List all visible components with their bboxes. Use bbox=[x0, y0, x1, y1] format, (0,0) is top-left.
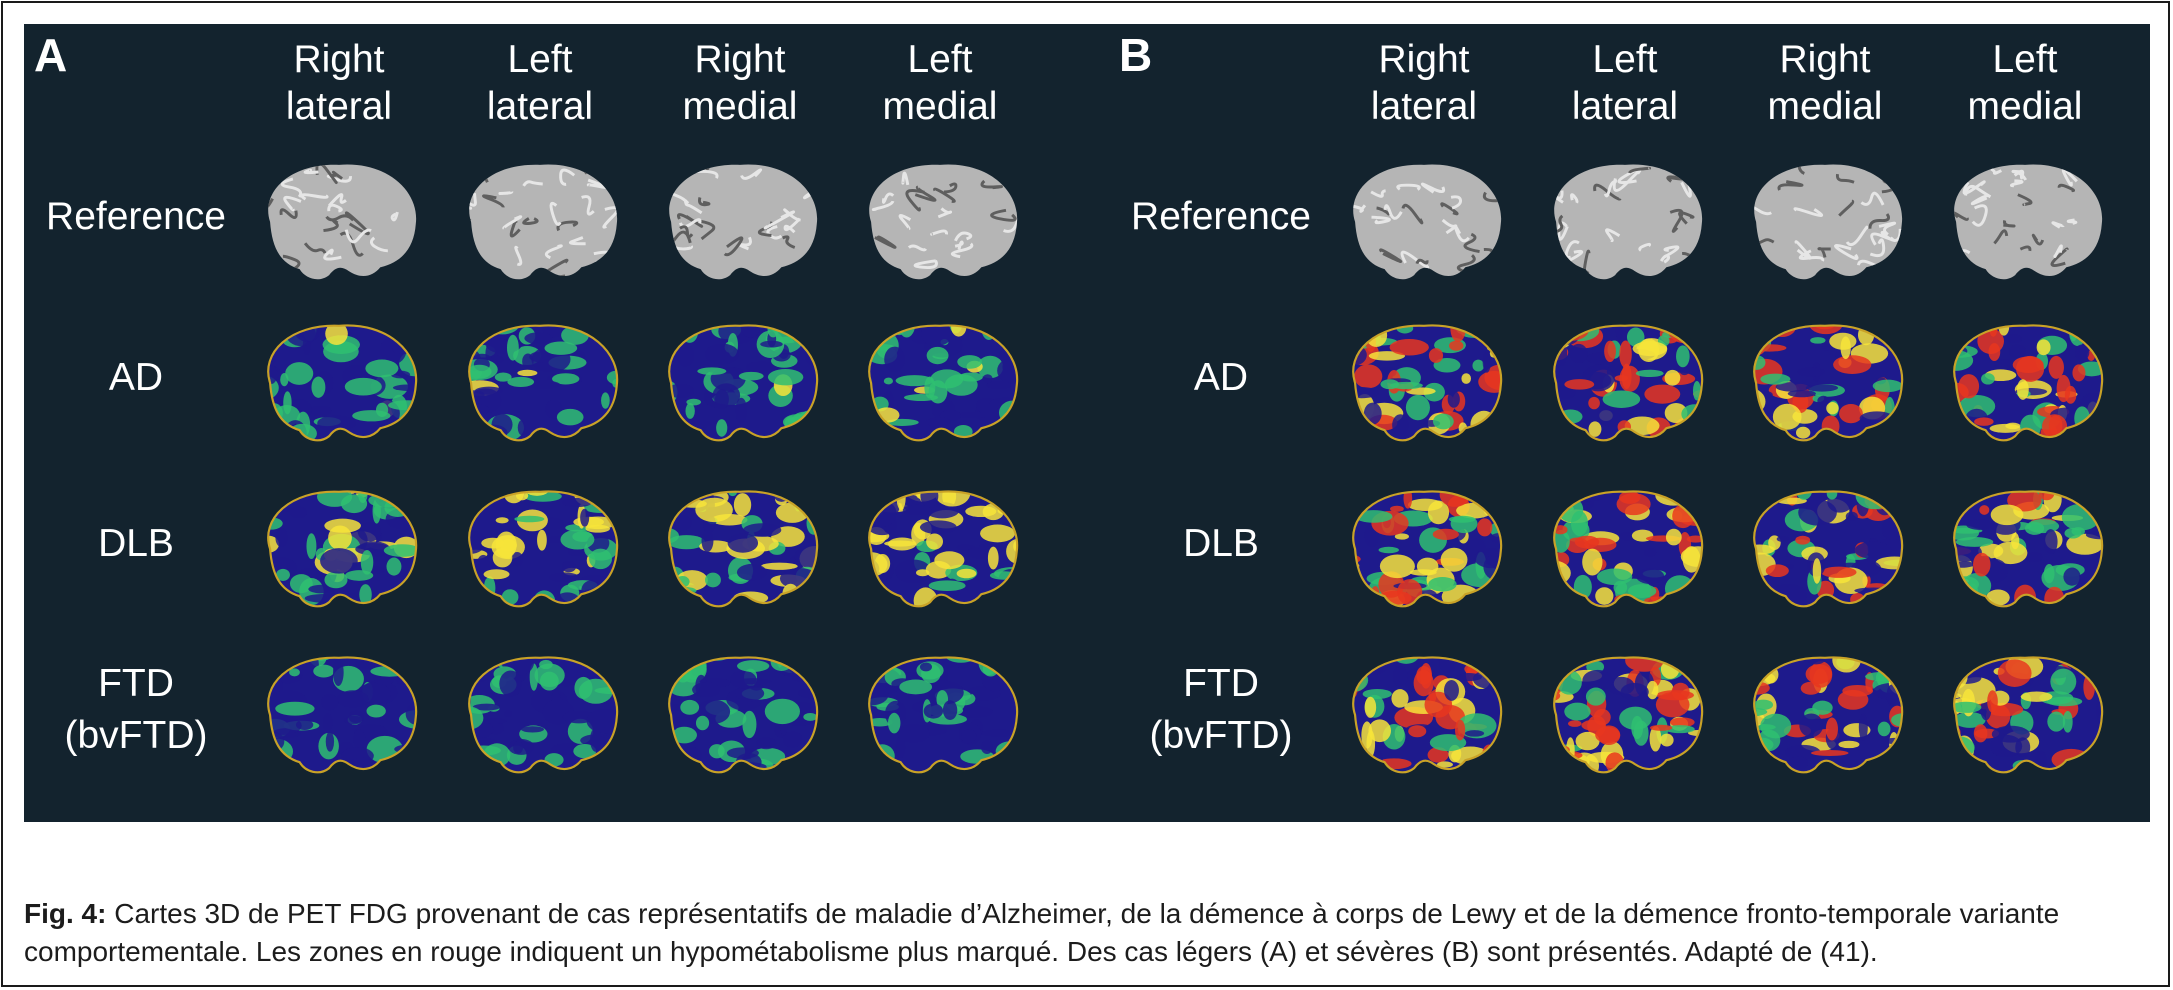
panel-letter: A bbox=[34, 29, 68, 81]
pet-brain-map bbox=[1352, 324, 1503, 442]
reference-brain-image bbox=[268, 164, 417, 280]
column-header: Left lateral bbox=[1571, 38, 1679, 128]
reference-brain-image bbox=[1754, 164, 1903, 280]
pet-brain-map bbox=[668, 656, 819, 774]
row-label: Reference bbox=[1131, 195, 1311, 238]
reference-brain-image bbox=[469, 164, 618, 280]
pet-brain-map bbox=[267, 324, 418, 442]
caption-text: Cartes 3D de PET FDG provenant de cas re… bbox=[24, 898, 2060, 967]
column-header: Left lateral bbox=[486, 38, 594, 128]
column-header: Left medial bbox=[1967, 38, 2083, 128]
row-label: AD bbox=[1193, 356, 1249, 399]
row-label: DLB bbox=[1183, 522, 1259, 565]
caption-label: Fig. 4: bbox=[24, 898, 107, 929]
reference-brain-image bbox=[1353, 164, 1502, 280]
row-label: DLB bbox=[98, 522, 174, 565]
row-label: FTD (bvFTD) bbox=[64, 662, 208, 757]
pet-brain-map bbox=[267, 656, 418, 774]
reference-brain-image bbox=[869, 164, 1018, 280]
pet-brain-map bbox=[468, 490, 619, 608]
column-header: Right lateral bbox=[285, 38, 393, 128]
column-header: Left medial bbox=[882, 38, 998, 128]
pet-brain-map bbox=[468, 656, 619, 774]
pet-brain-map bbox=[1753, 490, 1904, 608]
row-label: FTD (bvFTD) bbox=[1149, 662, 1293, 757]
reference-brain-image bbox=[1954, 164, 2103, 280]
pet-brain-map bbox=[267, 490, 418, 608]
column-header: Right medial bbox=[1767, 38, 1883, 128]
pet-brain-map bbox=[468, 324, 619, 442]
reference-brain-image bbox=[1554, 164, 1703, 280]
pet-brain-map bbox=[1953, 656, 2104, 774]
pet-brain-map bbox=[1553, 490, 1704, 608]
pet-brain-map bbox=[668, 490, 819, 608]
panel-b: B Right lateral Left lateral Right medial Le… bbox=[1109, 24, 2172, 822]
pet-brain-map bbox=[1753, 656, 1904, 774]
pet-figure: A Right lateral Left lateral Right medial Le… bbox=[24, 24, 2150, 822]
column-header: Right medial bbox=[682, 38, 798, 128]
pet-brain-map bbox=[1953, 324, 2104, 442]
figure-caption: Fig. 4: Cartes 3D de PET FDG provenant d… bbox=[24, 895, 2144, 971]
row-label: Reference bbox=[46, 195, 226, 238]
pet-brain-map bbox=[868, 656, 1019, 774]
panel-a: A Right lateral Left lateral Right medial Le… bbox=[24, 24, 1087, 822]
column-header: Right lateral bbox=[1370, 38, 1478, 128]
reference-brain-image bbox=[669, 164, 818, 280]
panel-letter: B bbox=[1119, 29, 1153, 81]
pet-brain-map bbox=[868, 490, 1019, 608]
row-label: AD bbox=[108, 356, 164, 399]
pet-brain-map bbox=[1352, 656, 1503, 774]
pet-brain-map bbox=[1553, 324, 1704, 442]
pet-brain-map bbox=[1753, 324, 1904, 442]
pet-brain-map bbox=[868, 324, 1019, 442]
pet-brain-map bbox=[1953, 490, 2104, 608]
pet-brain-map bbox=[668, 324, 819, 442]
pet-brain-map bbox=[1352, 490, 1503, 608]
pet-brain-map bbox=[1553, 656, 1704, 774]
